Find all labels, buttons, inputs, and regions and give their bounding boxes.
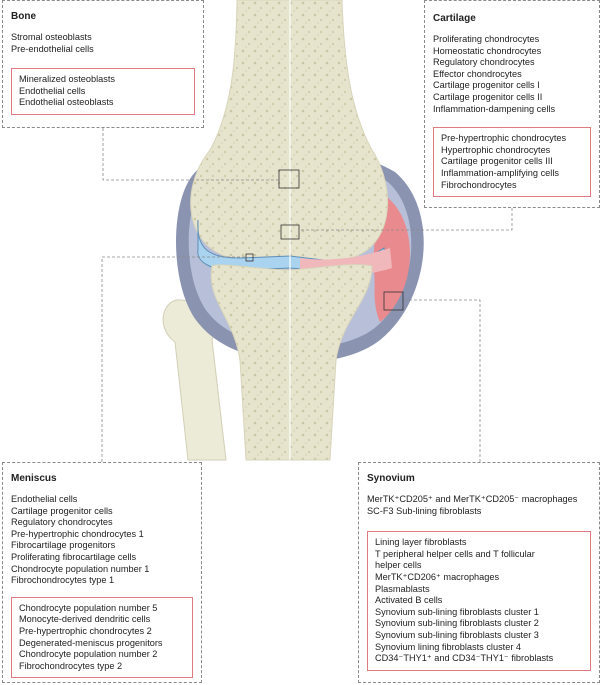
synovium-disease-item: MerTK⁺CD206⁺ macrophages [375,571,500,582]
meniscus-disease-item: Pre-hypertrophic chondrocytes 2 [19,625,152,636]
synovium-title: Synovium [367,473,415,484]
meniscus-disease-item: Monocyte-derived dendritic cells [19,614,151,625]
synovium-normal-item: SC-F3 Sub-lining fibroblasts [367,505,482,516]
cartilage-disease-item: Pre-hypertrophic chondrocytes [441,133,567,144]
synovium-leader [403,299,481,462]
synovium-panel: Synovium MerTK⁺CD205⁺ and MerTK⁺CD205⁻ m… [358,462,600,683]
femur [190,0,389,265]
tibia [210,264,373,461]
synovium-normal-item: MerTK⁺CD205⁺ and MerTK⁺CD205⁻ macrophage… [367,494,578,504]
meniscus-normal-item: Endothelial cells [11,494,78,504]
cartilage-title: Cartilage [433,13,476,24]
bone-region-marker [278,169,300,189]
synovium-disease-item: Synovium lining fibroblasts cluster 4 [375,641,522,652]
synovium-disease-item: Synovium sub-lining fibroblasts cluster … [375,618,539,629]
bone-normal-item: Stromal osteoblasts [11,32,92,42]
bone-normal-item: Pre-endothelial cells [11,43,94,54]
cartilage-disease-item: Fibrochondrocytes [441,179,517,190]
cartilage-disease-item: Hypertrophic chondrocytes [441,144,551,155]
meniscus-normal-item: Fibrocartilage progenitors [11,540,116,551]
meniscus-normal-list: Endothelial cells Cartilage progenitor c… [11,494,193,587]
bone-disease-item: Mineralized osteoblasts [19,74,116,85]
cartilage-normal-item: Regulatory chondrocytes [433,57,535,68]
cartilage-normal-item: Homeostatic chondrocytes [433,45,542,56]
meniscus-normal-item: Proliferating fibrocartilage cells [11,551,137,562]
cartilage-normal-item: Cartilage progenitor cells I [433,80,540,91]
meniscus-region-marker [245,253,254,262]
meniscus-leader [101,256,246,462]
bone-panel: Bone Stromal osteoblasts Pre-endothelial… [2,0,204,128]
synovium-disease-item: Lining layer fibroblasts [375,537,467,548]
cartilage-region-marker [280,224,300,240]
cartilage-normal-item: Effector chondrocytes [433,68,522,79]
cartilage-leader [299,208,513,231]
cartilage-disease-box: Pre-hypertrophic chondrocytes Hypertroph… [433,127,591,198]
bone-disease-item: Endothelial cells [19,85,86,96]
meniscus-normal-item: Fibrochondrocytes type 1 [11,575,115,586]
leader-lines [101,128,513,462]
cartilage-normal-item: Proliferating chondrocytes [433,34,540,44]
cartilage-disease-item: Cartilage progenitor cells III [441,156,553,167]
synovium-disease-item: Synovium sub-lining fibroblasts cluster … [375,629,539,640]
cartilage-normal-list: Proliferating chondrocytes Homeostatic c… [433,34,591,115]
bone-disease-item: Endothelial osteoblasts [19,97,114,108]
synovium-region-marker [383,291,404,311]
meniscus-normal-item: Pre-hypertrophic chondrocytes 1 [11,528,144,539]
synovium-disease-item: helper cells [375,560,422,571]
meniscus-disease-item: Fibrochondrocytes type 2 [19,660,123,671]
bone-title: Bone [11,11,36,22]
meniscus-disease-item: Chondrocyte population number 5 [19,602,158,613]
meniscus-panel: Meniscus Endothelial cells Cartilage pro… [2,462,202,683]
synovium-normal-list: MerTK⁺CD205⁺ and MerTK⁺CD205⁻ macrophage… [367,494,591,517]
meniscus-disease-item: Chondrocyte population number 2 [19,649,158,660]
synovium-disease-item: Activated B cells [375,595,443,606]
bone-disease-box: Mineralized osteoblasts Endothelial cell… [11,68,195,115]
synovium-disease-item: Synovium sub-lining fibroblasts cluster … [375,606,539,617]
synovium-disease-box: Lining layer fibroblasts T peripheral he… [367,531,591,671]
meniscus-normal-item: Chondrocyte population number 1 [11,563,150,574]
bone-normal-list: Stromal osteoblasts Pre-endothelial cell… [11,32,195,55]
meniscus-disease-item: Degenerated-meniscus progenitors [19,637,163,648]
cartilage-normal-item: Cartilage progenitor cells II [433,91,543,102]
cartilage-panel: Cartilage Proliferating chondrocytes Hom… [424,0,600,208]
meniscus-normal-item: Regulatory chondrocytes [11,517,113,528]
meniscus-disease-box: Chondrocyte population number 5 Monocyte… [11,596,193,679]
cartilage-normal-item: Inflammation-dampening cells [433,103,556,114]
meniscus-title: Meniscus [11,473,57,484]
synovium-disease-item: T peripheral helper cells and T follicul… [375,548,535,559]
synovium-disease-item: Plasmablasts [375,583,430,594]
cartilage-disease-item: Inflammation-amplifying cells [441,167,559,178]
bone-leader [102,128,279,181]
meniscus-normal-item: Cartilage progenitor cells [11,505,113,516]
synovium-disease-item: CD34⁻THY1⁺ and CD34⁻THY1⁻ fibroblasts [375,653,554,664]
